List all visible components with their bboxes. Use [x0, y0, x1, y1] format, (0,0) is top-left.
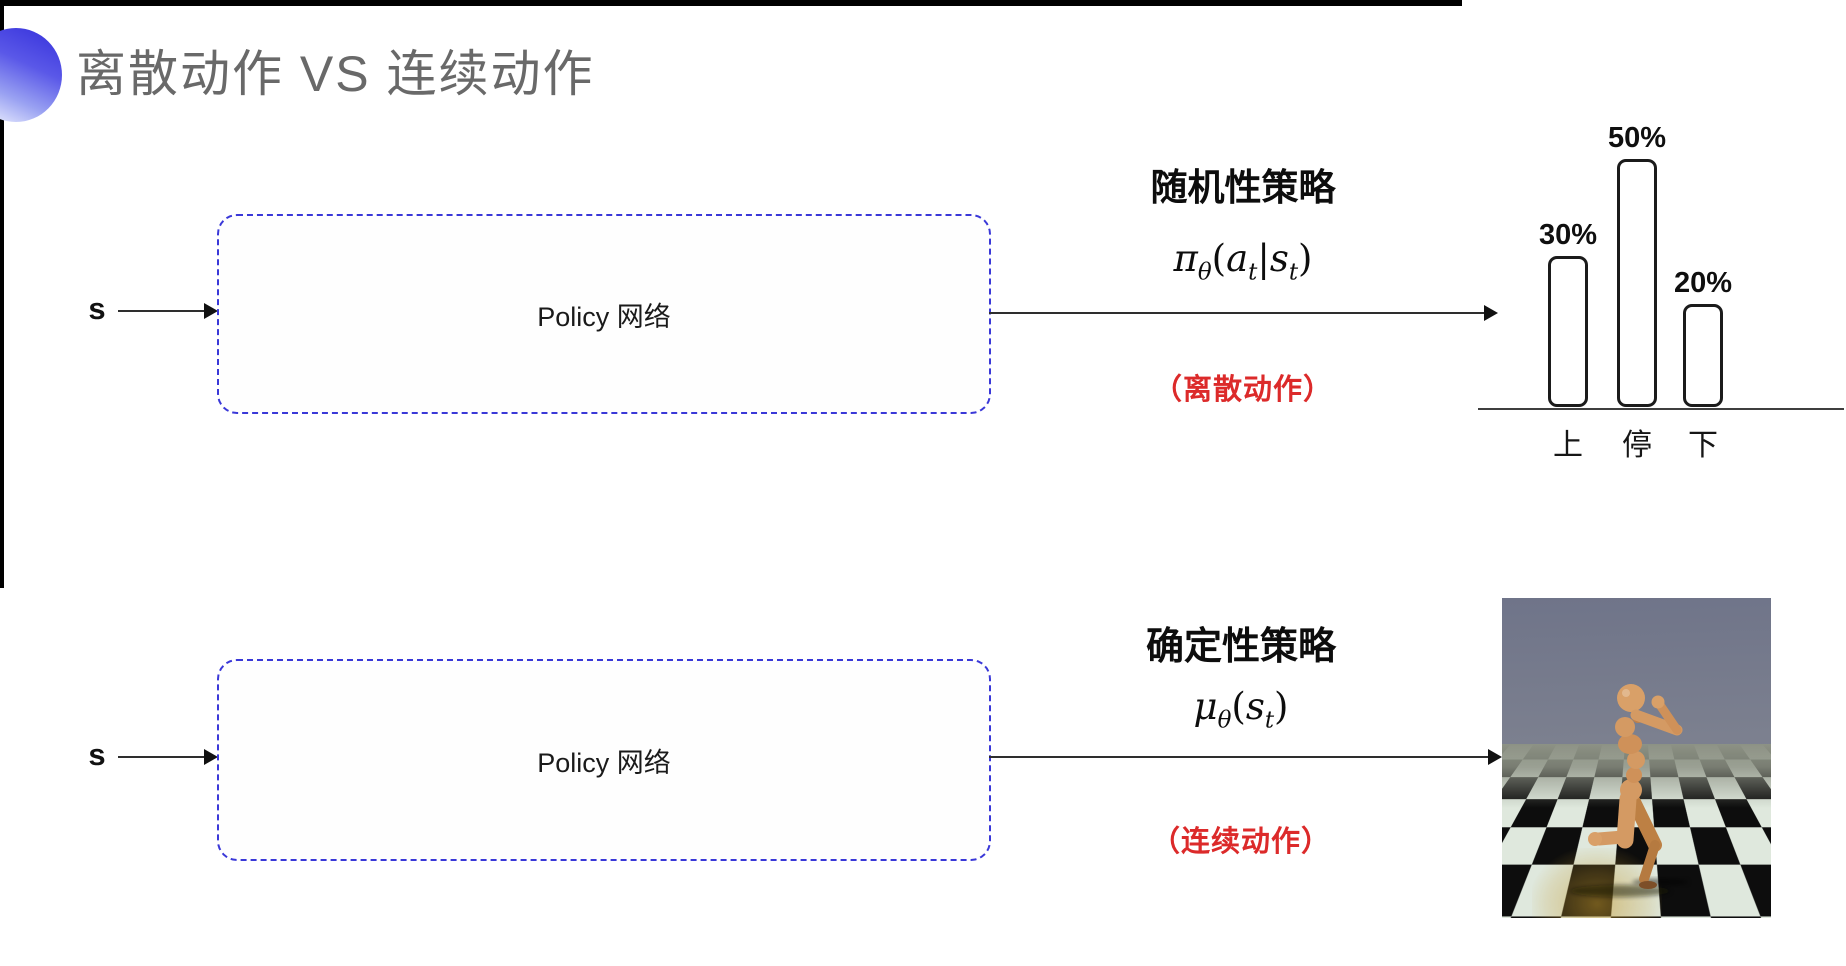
- page-title: 离散动作 VS 连续动作: [76, 46, 595, 102]
- input-arrow-line-bottom: [118, 756, 206, 758]
- humanoid-figure: [1570, 684, 1688, 897]
- probability-bar: [1617, 159, 1657, 407]
- policy-network-box-top: Policy 网络: [217, 214, 991, 414]
- chart-baseline: [1478, 408, 1844, 410]
- probability-bar: [1683, 304, 1723, 407]
- humanoid-simulation-image: [1502, 598, 1771, 918]
- output-arrow-head-top: [1484, 305, 1498, 321]
- policy-network-box-bottom: Policy 网络: [217, 659, 991, 861]
- title-accent-shape: [0, 28, 62, 122]
- input-arrow-head-top: [204, 303, 218, 319]
- frame-left-border: [0, 0, 4, 588]
- action-type-discrete: （离散动作）: [1152, 374, 1333, 406]
- formula-deterministic: μθ(st): [1193, 685, 1289, 734]
- probability-bar: [1548, 256, 1588, 407]
- output-arrow-line-top: [989, 312, 1485, 314]
- input-arrow-head-bottom: [204, 749, 218, 765]
- policy-name-stochastic: 随机性策略: [1150, 167, 1336, 208]
- output-arrow-line-bottom: [989, 756, 1489, 758]
- output-arrow-head-bottom: [1488, 749, 1502, 765]
- action-type-continuous: （连续动作）: [1150, 826, 1331, 858]
- probability-value-label: 30%: [1538, 219, 1598, 251]
- probability-value-label: 50%: [1607, 122, 1667, 154]
- action-category-label: 上: [1553, 429, 1583, 462]
- formula-stochastic: πθ(at|st): [1173, 237, 1313, 286]
- policy-network-label-bottom: Policy 网络: [537, 747, 671, 778]
- policy-name-deterministic: 确定性策略: [1145, 626, 1336, 668]
- state-input-label-top: s: [88, 291, 106, 326]
- policy-network-label-top: Policy 网络: [537, 301, 671, 332]
- input-arrow-line-top: [118, 310, 206, 312]
- chart-bars: [1478, 118, 1844, 408]
- action-category-label: 停: [1622, 429, 1652, 462]
- state-input-label-bottom: s: [88, 737, 106, 772]
- probability-value-label: 20%: [1673, 267, 1733, 299]
- frame-top-border: [0, 0, 1462, 6]
- action-category-label: 下: [1688, 429, 1718, 462]
- probability-chart: 30% 上 50% 停 20% 下: [1478, 118, 1844, 468]
